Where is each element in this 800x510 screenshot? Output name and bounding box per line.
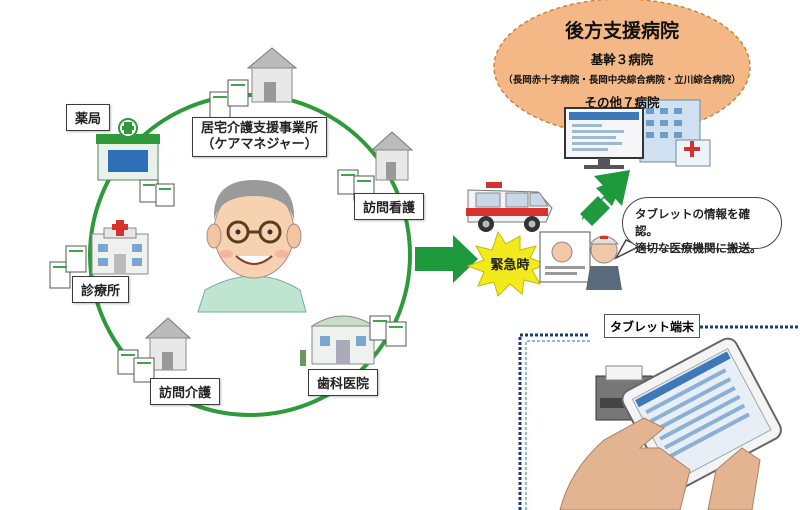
pharmacy-icon xyxy=(96,118,160,181)
node-label-pharmacy: 薬局 xyxy=(66,104,111,131)
node-label-visit-care: 訪問介護 xyxy=(150,378,221,405)
tablet-device-photo xyxy=(559,337,782,510)
hospital-building-icon xyxy=(639,99,711,167)
care-network-ring xyxy=(88,93,412,417)
node-label-visit-nursing: 訪問看護 xyxy=(354,193,425,220)
hospital-title: 後方支援病院 xyxy=(564,20,679,42)
patient-card-icon xyxy=(539,231,591,283)
clinic-icon xyxy=(91,220,149,275)
dental-clinic-icon xyxy=(300,315,376,366)
speech-bubble: タブレットの情報を確認。 適切な医療機関に搬送。 xyxy=(622,197,782,255)
elderly-patient-icon xyxy=(197,180,307,313)
node-label-dental: 歯科医院 xyxy=(308,369,379,396)
care-office-line1: 居宅介護支援事業所 xyxy=(201,121,319,136)
emergency-arrow xyxy=(415,235,478,283)
speech-line2: 適切な医療機関に搬送。 xyxy=(635,241,762,255)
tablet-label: タブレット端末 xyxy=(604,314,700,338)
hospital-core-names: （長岡赤十字病院・長岡中央綜合病院・立川綜合病院） xyxy=(503,75,741,86)
ambulance-icon xyxy=(466,182,553,232)
care-office-line2: （ケアマネジャー） xyxy=(201,137,318,152)
visit-care-house-icon xyxy=(144,317,192,371)
visit-nursing-house-icon xyxy=(370,131,414,181)
hospital-core-count: 基幹３病院 xyxy=(590,52,654,67)
care-office-house-icon xyxy=(246,47,298,103)
tablet-area-border xyxy=(518,333,590,510)
speech-line1: タブレットの情報を確認。 xyxy=(635,207,750,238)
emergency-label: 緊急時 xyxy=(490,258,530,273)
hospital-other-count: その他７病院 xyxy=(584,95,660,110)
node-label-care-office: 居宅介護支援事業所 （ケアマネジャー） xyxy=(192,117,328,157)
node-label-clinic: 診療所 xyxy=(72,276,130,303)
transfer-arrow xyxy=(580,170,630,226)
emergency-burst xyxy=(466,230,548,297)
monitor-icon xyxy=(564,107,644,169)
paramedic-icon xyxy=(586,235,622,290)
